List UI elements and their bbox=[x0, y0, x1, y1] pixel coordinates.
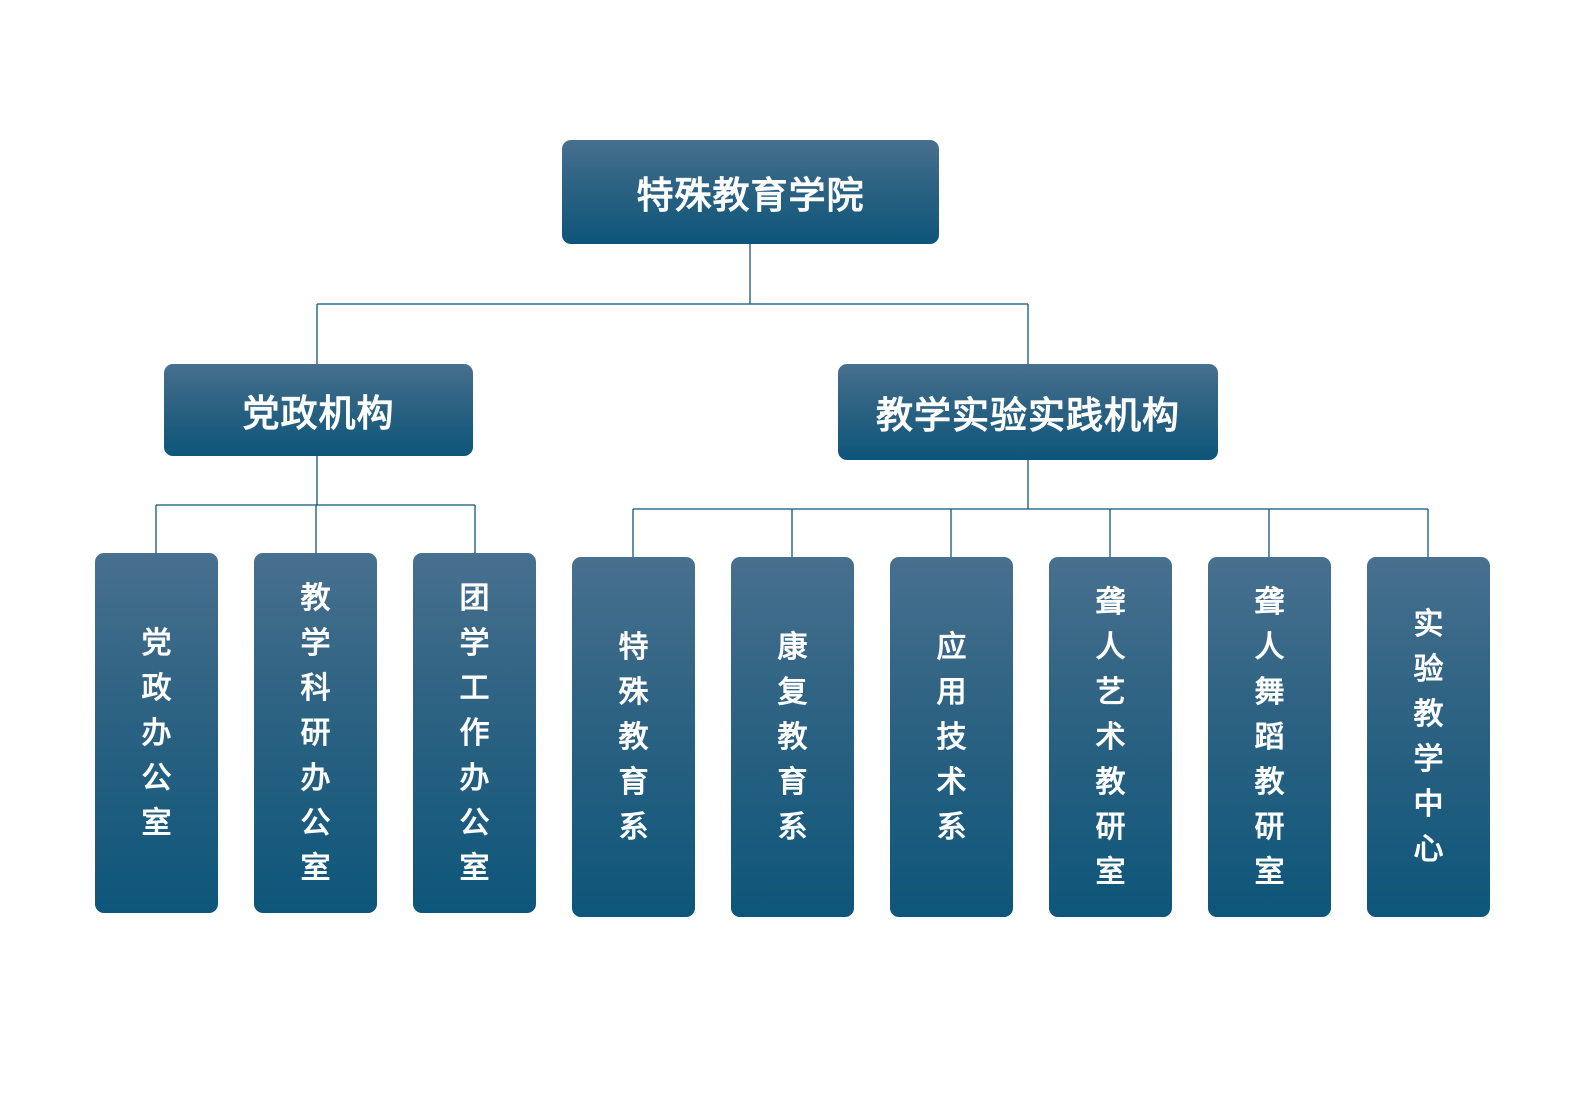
root-node-label: 特殊教育学院 bbox=[636, 173, 865, 217]
leaf-node-label: 聋人艺术教研室 bbox=[1095, 584, 1126, 890]
leaf-node-label: 实验教学中心 bbox=[1413, 607, 1444, 867]
leaf-node-label: 应用技术系 bbox=[936, 629, 967, 845]
leaf-node-deaf-dance-office: 聋人舞蹈教研室 bbox=[1208, 557, 1331, 917]
leaf-node-lab-teaching-center: 实验教学中心 bbox=[1367, 557, 1490, 917]
leaf-node-party-office: 党政办公室 bbox=[95, 553, 218, 913]
leaf-node-special-education-dept: 特殊教育系 bbox=[572, 557, 695, 917]
leaf-node-label: 党政办公室 bbox=[141, 625, 172, 841]
leaf-node-label: 康复教育系 bbox=[777, 629, 808, 845]
branch-node-label: 教学实验实践机构 bbox=[876, 393, 1180, 437]
leaf-node-teaching-research-office: 教学科研办公室 bbox=[254, 553, 377, 913]
leaf-node-label: 教学科研办公室 bbox=[300, 580, 331, 886]
leaf-node-label: 团学工作办公室 bbox=[459, 580, 490, 886]
leaf-node-label: 聋人舞蹈教研室 bbox=[1254, 584, 1285, 890]
branch-node-party-admin: 党政机构 bbox=[164, 364, 473, 456]
leaf-node-youth-work-office: 团学工作办公室 bbox=[413, 553, 536, 913]
branch-node-label: 党政机构 bbox=[242, 391, 395, 435]
root-node: 特殊教育学院 bbox=[562, 140, 939, 244]
branch-node-teaching-practice: 教学实验实践机构 bbox=[838, 364, 1218, 460]
leaf-node-applied-tech-dept: 应用技术系 bbox=[890, 557, 1013, 917]
leaf-node-rehabilitation-dept: 康复教育系 bbox=[731, 557, 854, 917]
leaf-node-label: 特殊教育系 bbox=[618, 629, 649, 845]
leaf-node-deaf-art-office: 聋人艺术教研室 bbox=[1049, 557, 1172, 917]
